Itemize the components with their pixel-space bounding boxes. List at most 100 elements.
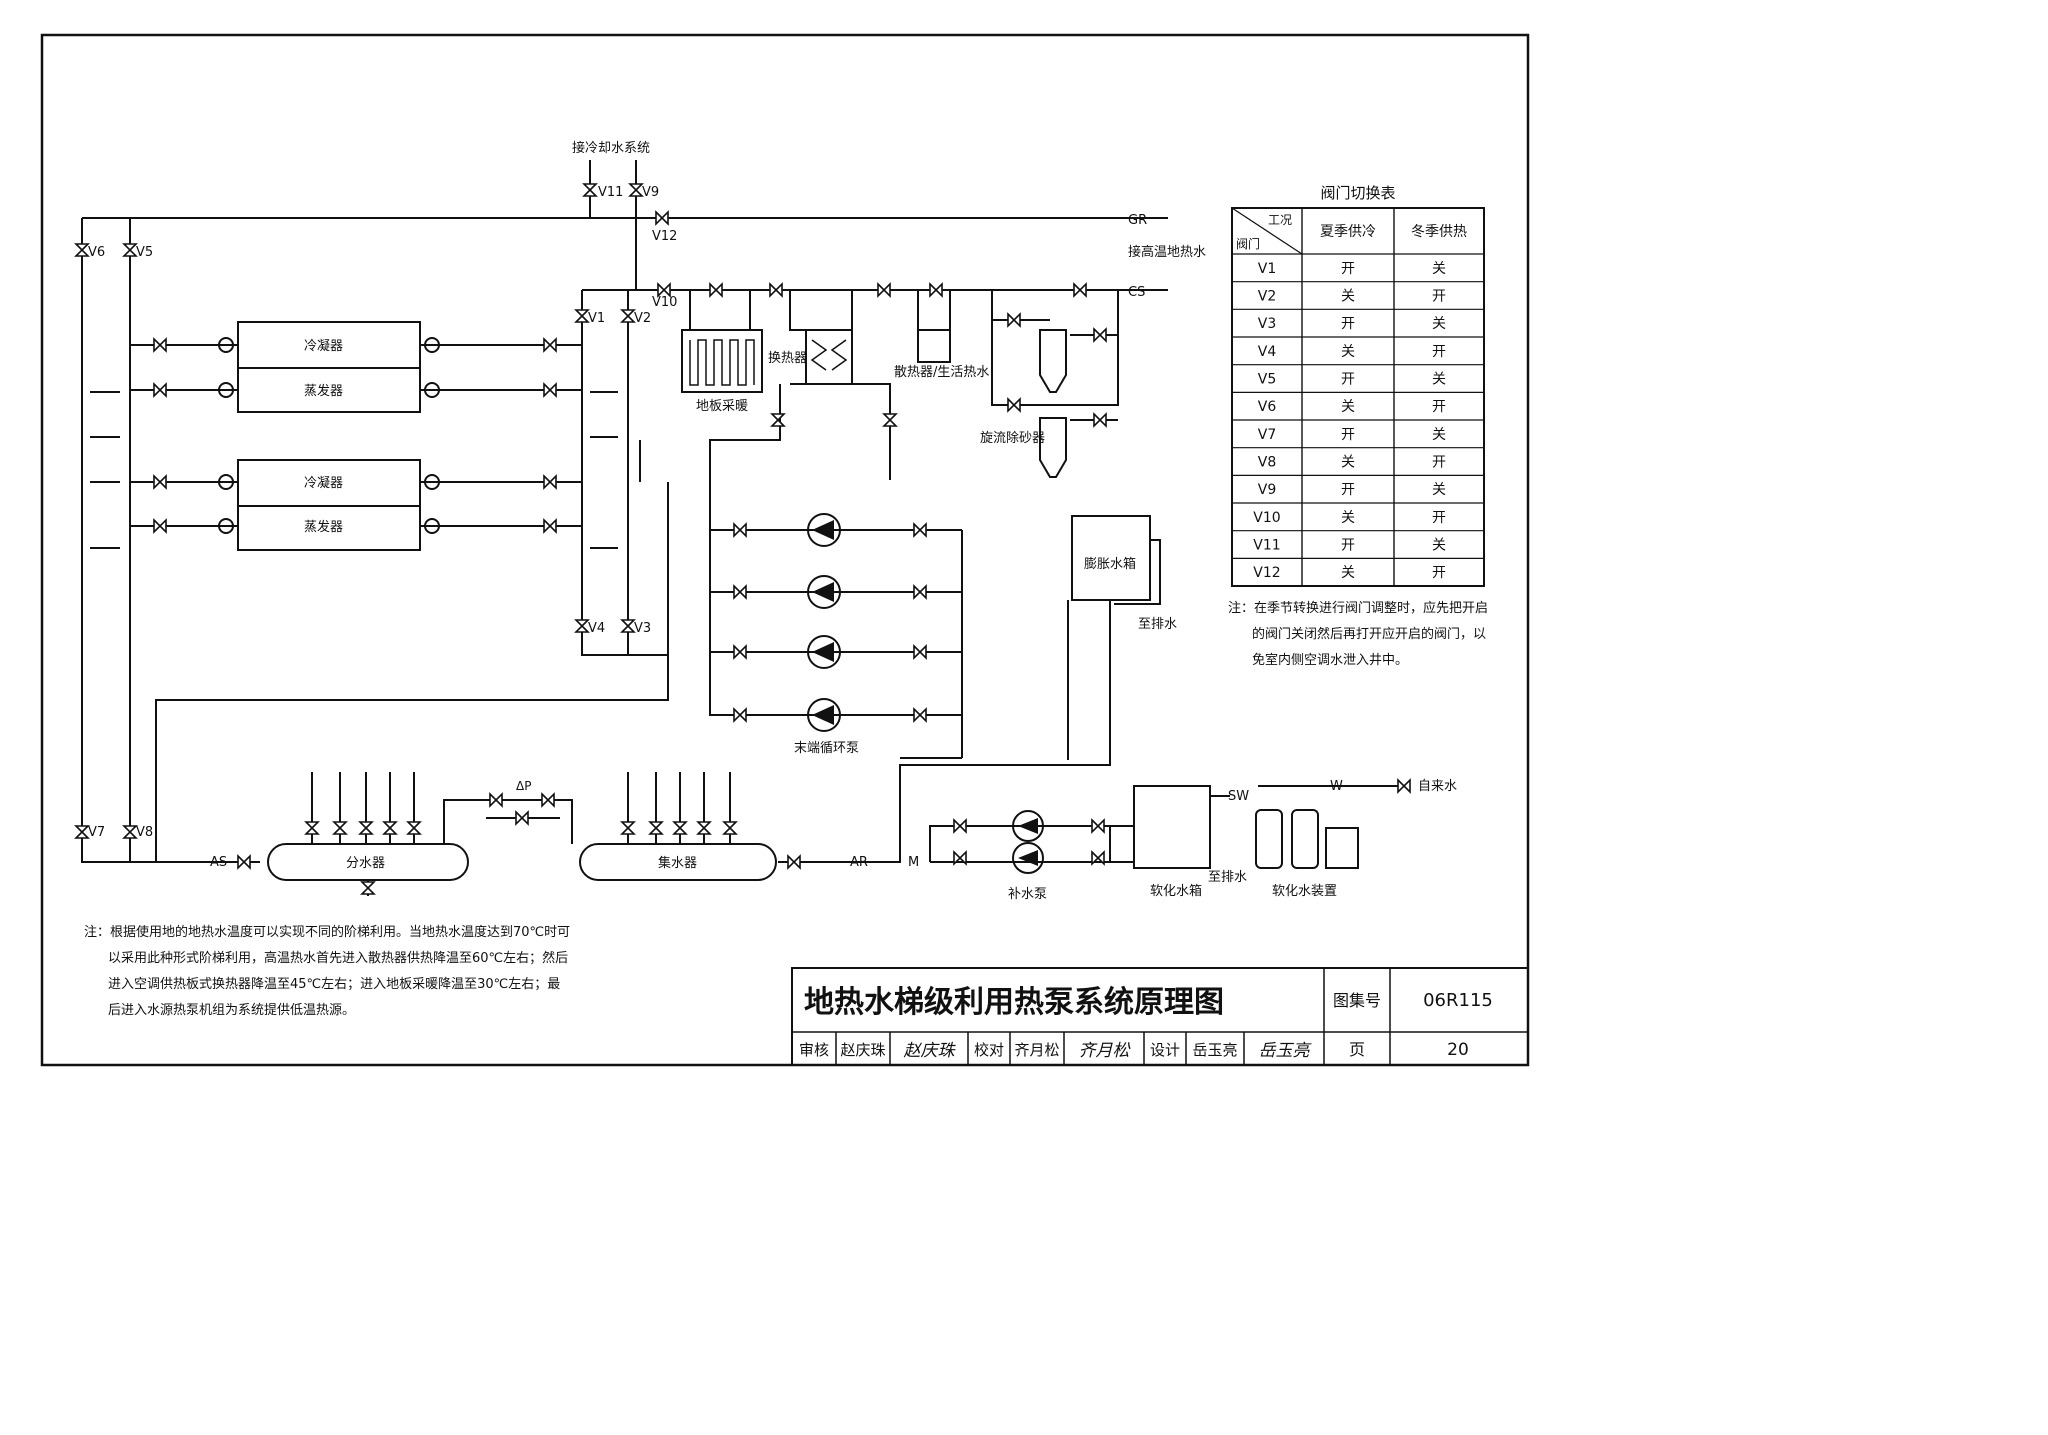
valve-icon[interactable] — [620, 821, 636, 835]
valve-icon[interactable] — [1397, 778, 1411, 794]
label-heat-exchanger: 换热器 — [768, 351, 807, 366]
valve-icon[interactable] — [382, 821, 398, 835]
valve-icon[interactable] — [953, 818, 967, 834]
valve-icon[interactable] — [153, 337, 167, 353]
title-block-lines — [792, 968, 1528, 1065]
valve-icon[interactable] — [332, 821, 348, 835]
pipe-bypass — [443, 799, 573, 844]
valve-table-cell-winter: 关 — [1432, 261, 1446, 277]
label-evaporator-2: 蒸发器 — [304, 519, 343, 535]
valve-icon[interactable] — [657, 282, 671, 298]
valve-table-cell-valve: V11 — [1253, 538, 1280, 554]
valve-icon[interactable] — [696, 821, 712, 835]
valve-icon[interactable] — [1091, 850, 1105, 866]
valve-icon[interactable] — [709, 282, 723, 298]
valve-icon[interactable] — [122, 825, 138, 839]
valve-icon[interactable] — [953, 850, 967, 866]
valve-icon[interactable] — [913, 584, 927, 600]
label-dp: ΔP — [516, 779, 531, 793]
valve-icon[interactable] — [1091, 818, 1105, 834]
valve-icon[interactable] — [74, 825, 90, 839]
valve-icon[interactable] — [574, 619, 590, 633]
valve-icon[interactable] — [543, 518, 557, 534]
pipe-return-left — [155, 482, 669, 862]
valve-icon[interactable] — [722, 821, 738, 835]
valve-table-cell-winter: 开 — [1432, 289, 1446, 305]
terminal-pump-bodies[interactable] — [807, 513, 841, 732]
valve-label-v6: V6 — [88, 245, 105, 260]
valve-table-cell-winter: 开 — [1432, 455, 1446, 471]
design-signature: 岳玉亮 — [1259, 1041, 1313, 1061]
valve-table-cell-summer: 开 — [1341, 372, 1355, 388]
valve-icon[interactable] — [360, 881, 376, 895]
valve-icon[interactable] — [620, 309, 636, 323]
valve-table-col-summer: 夏季供冷 — [1320, 224, 1376, 240]
pipe-hp-right-header — [540, 344, 582, 527]
valve-icon[interactable] — [1007, 397, 1021, 413]
tag-sw: SW — [1228, 789, 1249, 804]
valve-icon[interactable] — [655, 210, 669, 226]
valve-icon[interactable] — [877, 282, 891, 298]
valve-icon[interactable] — [1093, 327, 1107, 343]
valve-icon[interactable] — [929, 282, 943, 298]
valve-icon[interactable] — [574, 309, 590, 323]
cyclone-1 — [1039, 329, 1067, 393]
valve-icon[interactable] — [237, 854, 251, 870]
valve-icon[interactable] — [913, 707, 927, 723]
valve-icon[interactable] — [304, 821, 320, 835]
valve-icon[interactable] — [543, 337, 557, 353]
valve-icon[interactable] — [648, 821, 664, 835]
label-makeup-pump: 补水泵 — [1008, 887, 1047, 902]
valve-icon[interactable] — [543, 474, 557, 490]
valve-table-cell-winter: 关 — [1432, 482, 1446, 498]
design-name: 岳玉亮 — [1192, 1041, 1237, 1059]
valve-icon[interactable] — [153, 518, 167, 534]
valve-icon[interactable] — [153, 382, 167, 398]
valve-icon[interactable] — [913, 644, 927, 660]
valve-icon[interactable] — [733, 522, 747, 538]
valve-icon[interactable] — [770, 413, 786, 427]
drawing-title: 地热水梯级利用热泵系统原理图 — [804, 985, 1224, 1020]
valve-icon[interactable] — [358, 821, 374, 835]
tag-as: AS — [210, 855, 227, 870]
valve-icon[interactable] — [628, 183, 644, 197]
softener-resin-2 — [1291, 809, 1319, 869]
valve-label-v1: V1 — [588, 311, 605, 326]
valve-icon[interactable] — [543, 382, 557, 398]
valve-icon[interactable] — [489, 792, 503, 808]
valve-icon[interactable] — [1007, 312, 1021, 328]
page-number: 20 — [1447, 1040, 1469, 1060]
valve-icon[interactable] — [787, 854, 801, 870]
valve-table-cell-valve: V7 — [1258, 427, 1276, 443]
label-softened-tank: 软化水箱 — [1150, 883, 1202, 899]
valve-table-cell-valve: V4 — [1258, 344, 1277, 360]
valve-icon[interactable] — [406, 821, 422, 835]
valve-label-v9: V9 — [642, 185, 659, 200]
valve-icon[interactable] — [733, 584, 747, 600]
valve-icon[interactable] — [582, 183, 598, 197]
bottom-note-line-1: 注：根据使用地的地热水温度可以实现不同的阶梯利用。当地热水温度达到70℃时可 — [84, 924, 570, 940]
valve-icon[interactable] — [882, 413, 898, 427]
makeup-pump-bodies[interactable] — [1012, 810, 1044, 874]
valve-icon[interactable] — [122, 243, 138, 257]
valve-icon[interactable] — [515, 810, 529, 826]
valve-icon[interactable] — [74, 243, 90, 257]
valve-icon[interactable] — [672, 821, 688, 835]
softener-resin-1 — [1255, 809, 1283, 869]
valve-icon[interactable] — [769, 282, 783, 298]
valve-icon[interactable] — [733, 644, 747, 660]
valve-icon[interactable] — [1093, 412, 1107, 428]
valve-icon[interactable] — [153, 474, 167, 490]
valve-label-v3: V3 — [634, 621, 651, 636]
valve-icon[interactable] — [541, 792, 555, 808]
right-note-line-2: 的阀门关闭然后再打开应开启的阀门，以 — [1252, 626, 1486, 642]
valve-table-cell-summer: 关 — [1341, 289, 1355, 305]
valve-icon[interactable] — [1073, 282, 1087, 298]
valve-icon[interactable] — [913, 522, 927, 538]
valve-label-v8: V8 — [136, 825, 153, 840]
valve-table-cell-valve: V1 — [1258, 261, 1276, 277]
label-terminal-pump: 末端循环泵 — [794, 741, 859, 756]
valve-icon[interactable] — [620, 619, 636, 633]
valve-icon[interactable] — [733, 707, 747, 723]
